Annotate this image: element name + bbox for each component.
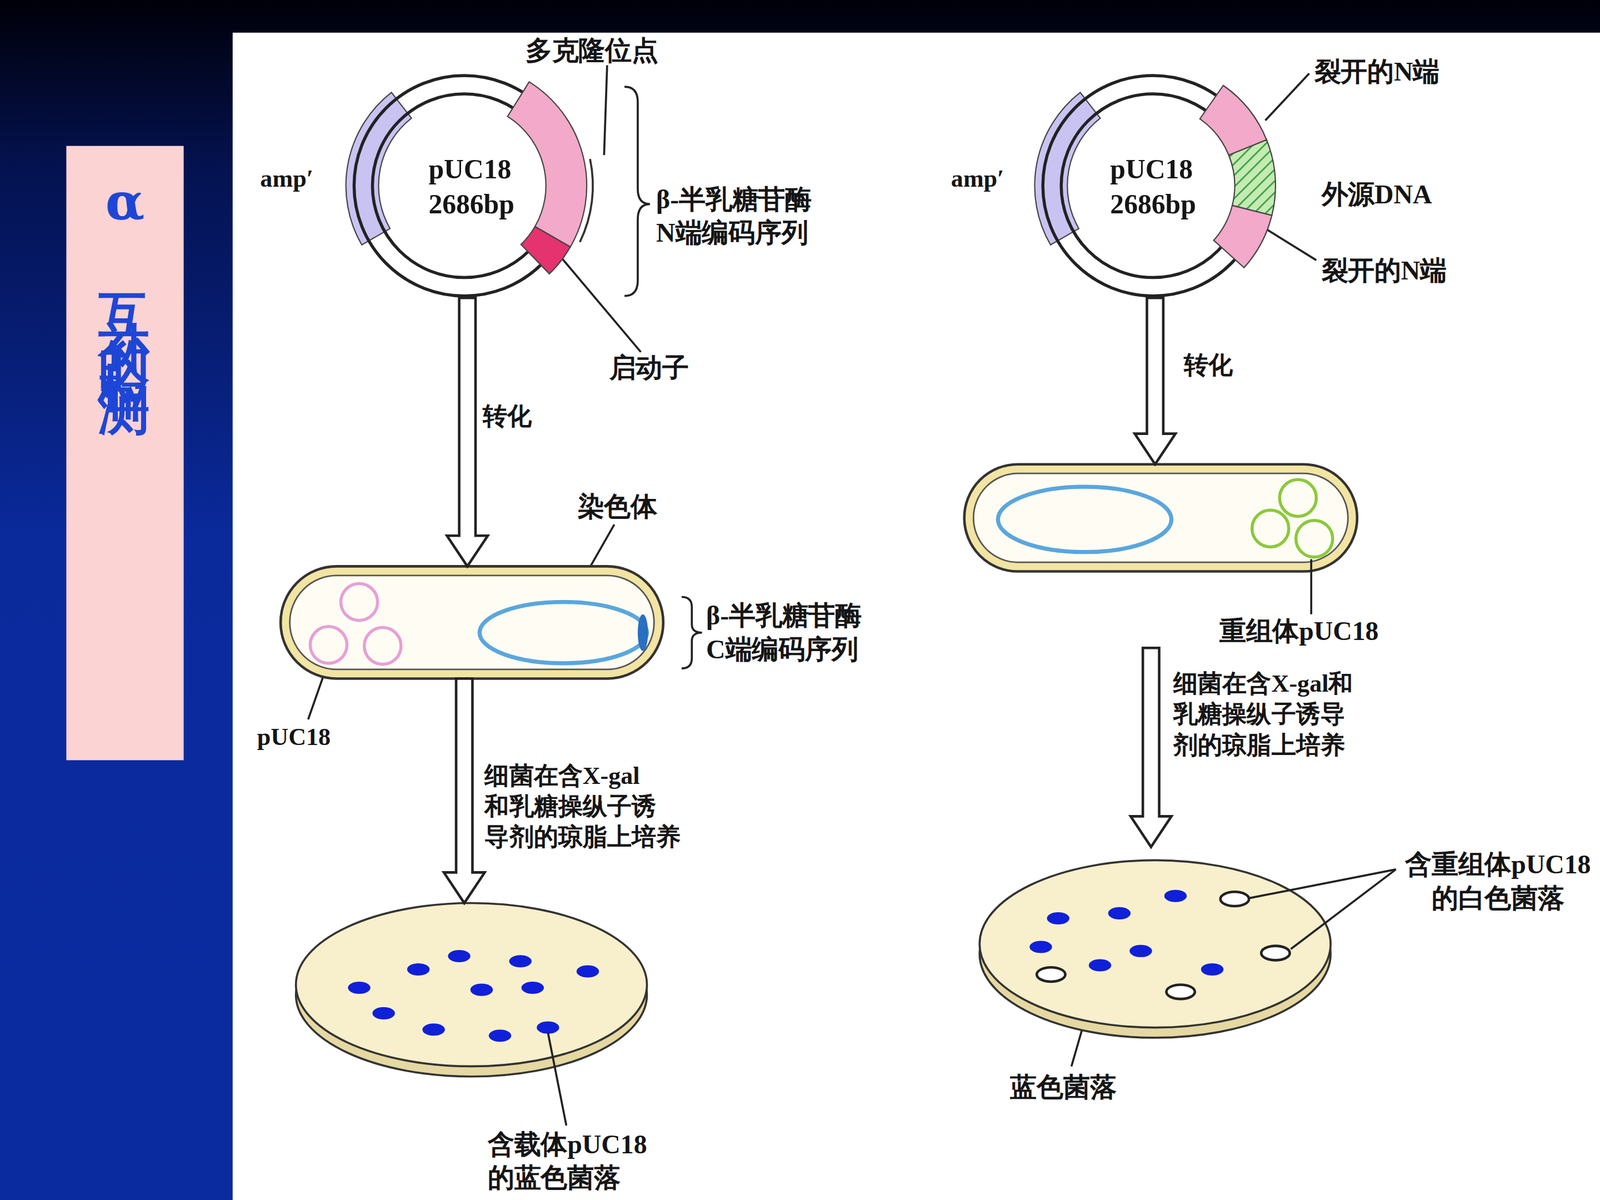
lacz-omega: [637, 614, 648, 652]
blue-colony: [1046, 912, 1069, 925]
cell-wall: [964, 464, 1358, 572]
edge-label: 转化: [1183, 350, 1307, 381]
insert-dna: [1228, 140, 1276, 216]
white-colony: [1036, 967, 1065, 982]
node-text: β-半乳糖苷酶 C端编码序列: [706, 600, 916, 667]
blue-colony: [1108, 907, 1131, 920]
petri-dish: 含载体pUC18 的蓝色菌落: [296, 903, 679, 1194]
leader-line: [1250, 869, 1397, 898]
leader-line: [559, 255, 642, 352]
blue-colony: [1164, 890, 1187, 903]
plasmid-copy: [310, 626, 347, 664]
blue-colony: [509, 955, 532, 968]
callout-label: 蓝色菌落: [1010, 1071, 1174, 1105]
edge-label: 细菌在含X-gal和 乳糖操纵子诱导 剂的琼脂上培养: [1173, 668, 1383, 760]
title-panel: [66, 146, 184, 761]
callout-label: amp′: [951, 163, 1043, 194]
node-text: pUC18 2686bp: [428, 153, 551, 223]
agar-plate: [979, 860, 1331, 1028]
blue-colony: [576, 965, 599, 978]
plasmid-circle: pUC18 2686bp: [352, 71, 587, 299]
mcs-line: [580, 158, 593, 243]
callout-label: 染色体: [577, 490, 700, 524]
blue-colony: [407, 963, 430, 976]
blue-colony: [470, 983, 493, 997]
edge-label: 细菌在含X-gal 和乳糖操纵子诱 导剂的琼脂上培养: [484, 760, 694, 852]
cell-body: [290, 575, 655, 670]
chromosome: [479, 602, 647, 664]
callout-label: pUC18: [257, 721, 370, 753]
callout-label: 裂开的N端: [1314, 56, 1509, 90]
plasmid-copy: [1252, 510, 1289, 547]
leader-line: [1290, 869, 1396, 949]
callout-label: β-半乳糖苷酶 N端编码序列: [656, 183, 866, 250]
lacz-alpha: [507, 81, 588, 247]
plasmid-copy: [1279, 479, 1317, 517]
plasmid-circle-shape: [1032, 71, 1293, 299]
white-colony: [1220, 891, 1249, 907]
split-lacz: [1213, 205, 1273, 268]
brace: [624, 86, 650, 297]
node-text: 含重组体pUC18 的白色菌落: [1396, 848, 1600, 915]
blue-colony: [1129, 945, 1152, 958]
blue-colony: [488, 1029, 512, 1042]
leader-line: [1265, 73, 1310, 120]
plasmid-copy: [1296, 520, 1333, 558]
host-cell: β-半乳糖苷酶 C端编码序列: [280, 566, 924, 679]
hollow-arrow: [446, 297, 488, 567]
node-text: 含载体pUC18 的蓝色菌落: [487, 1128, 692, 1195]
cell-body: [973, 473, 1348, 563]
callout-label: 裂开的N端: [1321, 255, 1516, 289]
leader-line: [547, 1032, 567, 1126]
blue-colony: [1201, 963, 1224, 976]
hollow-arrow: [1134, 297, 1175, 464]
blue-colony: [447, 950, 470, 963]
white-colony: [1261, 946, 1290, 961]
hollow-arrow: [1130, 647, 1172, 847]
brace: [681, 596, 703, 669]
blue-colony: [422, 1023, 445, 1036]
plasmid-circle: pUC18 2686bp: [1032, 71, 1293, 299]
node-text: pUC18 2686bp: [1110, 153, 1233, 223]
node-text: 重组体pUC18: [1219, 615, 1434, 649]
blue-colony: [521, 981, 544, 994]
plasmid-copy: [340, 583, 378, 621]
callout-label: amp′: [260, 163, 352, 194]
callout-label: 多克隆位点: [525, 34, 730, 68]
plasmid-copy: [364, 627, 402, 665]
hollow-arrow: [443, 678, 485, 903]
edge-label: 转化: [482, 401, 605, 432]
host-cell: 重组体pUC18: [964, 464, 1419, 649]
leader-line: [603, 65, 608, 156]
slide-title: α互补的检测: [98, 171, 150, 367]
callout-label: 启动子: [609, 352, 732, 386]
white-panel: [232, 32, 1600, 1200]
blue-colony: [1029, 940, 1052, 953]
leader-line: [1265, 228, 1317, 260]
cell-wall: [280, 566, 664, 679]
petri-dish: 含重组体pUC18 的白色菌落: [979, 846, 1597, 1036]
agar-plate: [296, 903, 648, 1067]
blue-colony: [372, 1007, 395, 1020]
plasmid-circle-shape: [352, 71, 587, 299]
leader-line: [1310, 559, 1313, 615]
callout-label: 外源DNA: [1321, 178, 1516, 212]
blue-colony: [347, 981, 370, 994]
blue-colony: [1088, 959, 1112, 972]
chromosome: [997, 486, 1172, 553]
promoter: [521, 226, 571, 274]
blue-colony: [536, 1021, 559, 1034]
white-colony: [1166, 984, 1195, 999]
